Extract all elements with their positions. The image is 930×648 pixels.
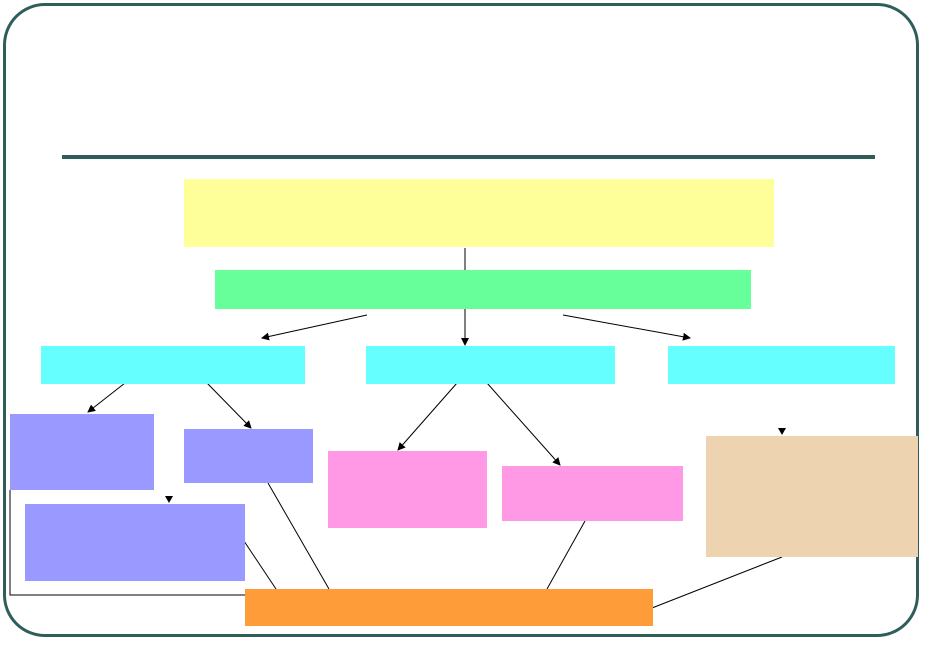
box-left-child-2 — [184, 429, 313, 483]
box-left-child-1 — [10, 414, 154, 490]
box-center-branch — [366, 346, 615, 384]
box-center-child-1 — [328, 451, 487, 528]
box-left-branch — [41, 346, 305, 384]
box-top — [184, 179, 774, 247]
box-center-child-2 — [502, 466, 683, 521]
box-right-branch — [668, 346, 895, 384]
box-right-child — [706, 436, 918, 557]
title-divider — [62, 155, 875, 159]
box-left-child-3 — [25, 504, 245, 581]
diagram-title — [62, 60, 875, 140]
slide-frame — [3, 3, 919, 637]
box-level2 — [215, 270, 751, 309]
box-bottom — [245, 589, 653, 626]
